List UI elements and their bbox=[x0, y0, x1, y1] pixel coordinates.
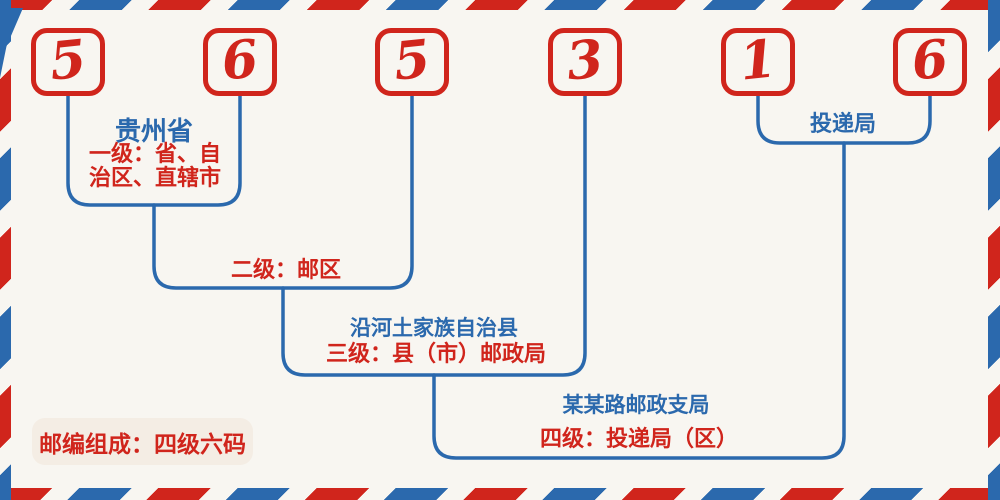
province-name-label: 贵州省 bbox=[114, 116, 194, 146]
county-name-label: 沿河土家族自治县 bbox=[350, 317, 518, 340]
level4-desc-label: 四级：投递局（区） bbox=[539, 426, 739, 451]
level3-desc-label: 三级：县（市）邮政局 bbox=[325, 341, 547, 366]
digit-box-6: 6 bbox=[893, 28, 967, 96]
digit-box-3: 5 bbox=[375, 28, 449, 96]
postal-digit-6: 6 bbox=[908, 27, 951, 93]
delivery-office-label: 投递局 bbox=[809, 111, 877, 136]
airmail-border-bottom bbox=[0, 488, 1000, 500]
corner-stripe-decoration bbox=[0, 8, 23, 78]
digit-box-5: 1 bbox=[721, 28, 795, 96]
postal-digit-3: 5 bbox=[390, 27, 433, 93]
branch-name-label: 某某路邮政支局 bbox=[562, 394, 710, 417]
airmail-border-left bbox=[0, 0, 11, 500]
postal-digit-2: 6 bbox=[218, 27, 261, 93]
digit-box-1: 5 bbox=[31, 28, 105, 96]
composition-note-text: 邮编组成：四级六码 bbox=[39, 430, 246, 457]
postal-digit-1: 5 bbox=[46, 27, 89, 93]
level2-desc-label: 二级：邮区 bbox=[230, 257, 342, 282]
digit-box-4: 3 bbox=[548, 28, 622, 96]
composition-note: 邮编组成：四级六码 bbox=[32, 418, 253, 465]
airmail-border-right bbox=[988, 0, 1000, 500]
postal-digit-5: 1 bbox=[736, 27, 779, 93]
level1-desc-label: 一级：省、自 治区、直辖市 bbox=[88, 141, 222, 190]
digit-box-2: 6 bbox=[203, 28, 277, 96]
airmail-border-top bbox=[0, 0, 1000, 10]
postal-digit-4: 3 bbox=[563, 27, 606, 93]
